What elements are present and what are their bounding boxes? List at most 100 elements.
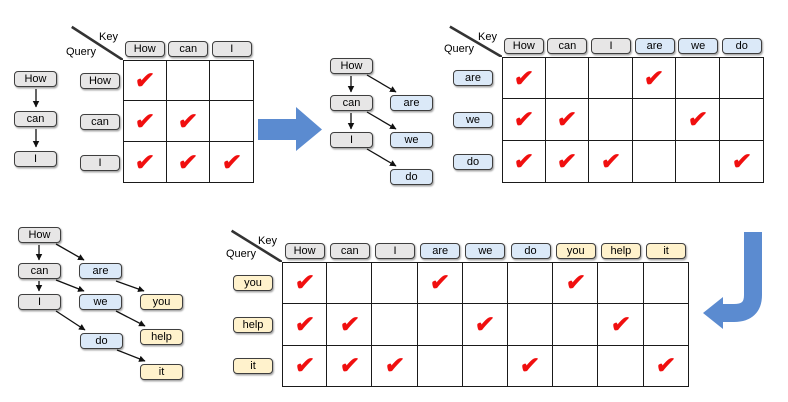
attention-cell-checked: ✔ [462,303,508,346]
attention-cell-empty [643,303,689,346]
attention-cell-empty [589,99,633,141]
key-token: I [590,38,631,54]
attention-cell-checked: ✔ [123,142,167,183]
key-query-corner: Key Query [440,24,502,57]
check-icon: ✔ [133,107,156,134]
key-token: do [510,243,551,259]
axis-divider-line [222,228,282,262]
query-label-cell: it [222,346,282,388]
edge-arrow-can-we [55,279,85,292]
query-token: help [233,316,273,333]
key-axis-label: Key [478,31,497,43]
attention-cell-empty [589,57,633,99]
key-header-cell: we [676,24,720,57]
key-token: How [284,243,325,259]
token-how: How [14,71,57,87]
token-i: I [330,132,373,148]
key-token: I [374,243,415,259]
axis-divider-line [440,24,502,57]
key-header-cell: it [644,228,689,262]
check-icon: ✔ [293,269,316,296]
attention-cell-empty [632,141,677,183]
check-icon: ✔ [383,352,406,379]
edge-arrow-i-do [366,148,397,167]
attention-cell-checked: ✔ [553,262,599,304]
check-icon: ✔ [133,67,156,93]
key-header-cell: How [502,24,546,57]
check-icon: ✔ [555,148,578,174]
token-i: I [18,294,61,310]
key-token: How [124,41,165,57]
attention-cell-checked: ✔ [327,303,373,346]
attention-cell-empty [719,57,764,99]
check-icon: ✔ [730,148,753,174]
attention-cell-empty [632,99,677,141]
query-token: do [453,154,493,170]
key-header-cell: How [282,228,327,262]
key-token: can [329,243,370,259]
key-header-cell: do [508,228,553,262]
attention-cell-checked: ✔ [327,345,373,388]
check-icon: ✔ [555,106,578,132]
attention-cell-empty [210,60,254,101]
query-label-cell: we [440,99,502,141]
attention-cell-empty [210,101,254,142]
attention-cell-checked: ✔ [372,345,418,388]
check-icon: ✔ [176,148,199,175]
attention-cell-empty [553,345,599,388]
attention-cell-checked: ✔ [502,57,546,99]
query-label-cell: do [440,141,502,183]
query-label-cell: you [222,262,282,304]
check-icon: ✔ [338,352,361,379]
query-token: How [80,72,120,89]
key-token: we [678,38,719,54]
attention-cell-checked: ✔ [545,99,590,141]
token-we: we [79,294,122,310]
key-token: help [600,243,641,259]
check-icon: ✔ [220,148,243,175]
key-token: it [646,243,687,259]
check-icon: ✔ [654,352,677,379]
edge-arrow-we-help [115,310,146,327]
query-token: you [233,274,273,291]
key-token: can [547,38,588,54]
attention-cell-empty [462,262,508,304]
check-icon: ✔ [176,107,199,134]
attention-cell-empty [166,60,210,101]
token-can: can [18,263,61,279]
attention-cell-checked: ✔ [166,142,210,183]
check-icon: ✔ [564,269,587,296]
edge-arrow-i-do [55,310,86,331]
key-axis-label: Key [258,235,277,247]
query-axis-label: Query [444,43,474,55]
token-are: are [79,263,122,279]
token-it: it [140,364,183,380]
check-icon: ✔ [512,148,535,174]
edge-arrow-are-you [115,280,145,293]
key-header-cell: I [210,24,254,60]
attention-cell-empty [545,57,590,99]
check-icon: ✔ [519,352,542,379]
check-icon: ✔ [599,148,622,174]
check-icon: ✔ [609,310,632,337]
edge-arrow-how-are [366,74,397,93]
attention-cell-empty [553,303,599,346]
token-help: help [140,329,183,345]
axis-divider-line [62,24,123,60]
attention-cell-empty [507,262,554,304]
key-axis-label: Key [99,31,118,43]
attention-cell-checked: ✔ [598,303,644,346]
query-token: we [453,112,493,128]
token-are: are [390,95,433,111]
key-token: How [503,38,544,54]
attention-cell-checked: ✔ [507,345,554,388]
key-token: are [634,38,675,54]
token-can: can [14,111,57,127]
key-header-cell: can [327,228,372,262]
key-header-cell: we [463,228,508,262]
attention-cell-checked: ✔ [282,303,328,346]
key-header-cell: I [589,24,633,57]
